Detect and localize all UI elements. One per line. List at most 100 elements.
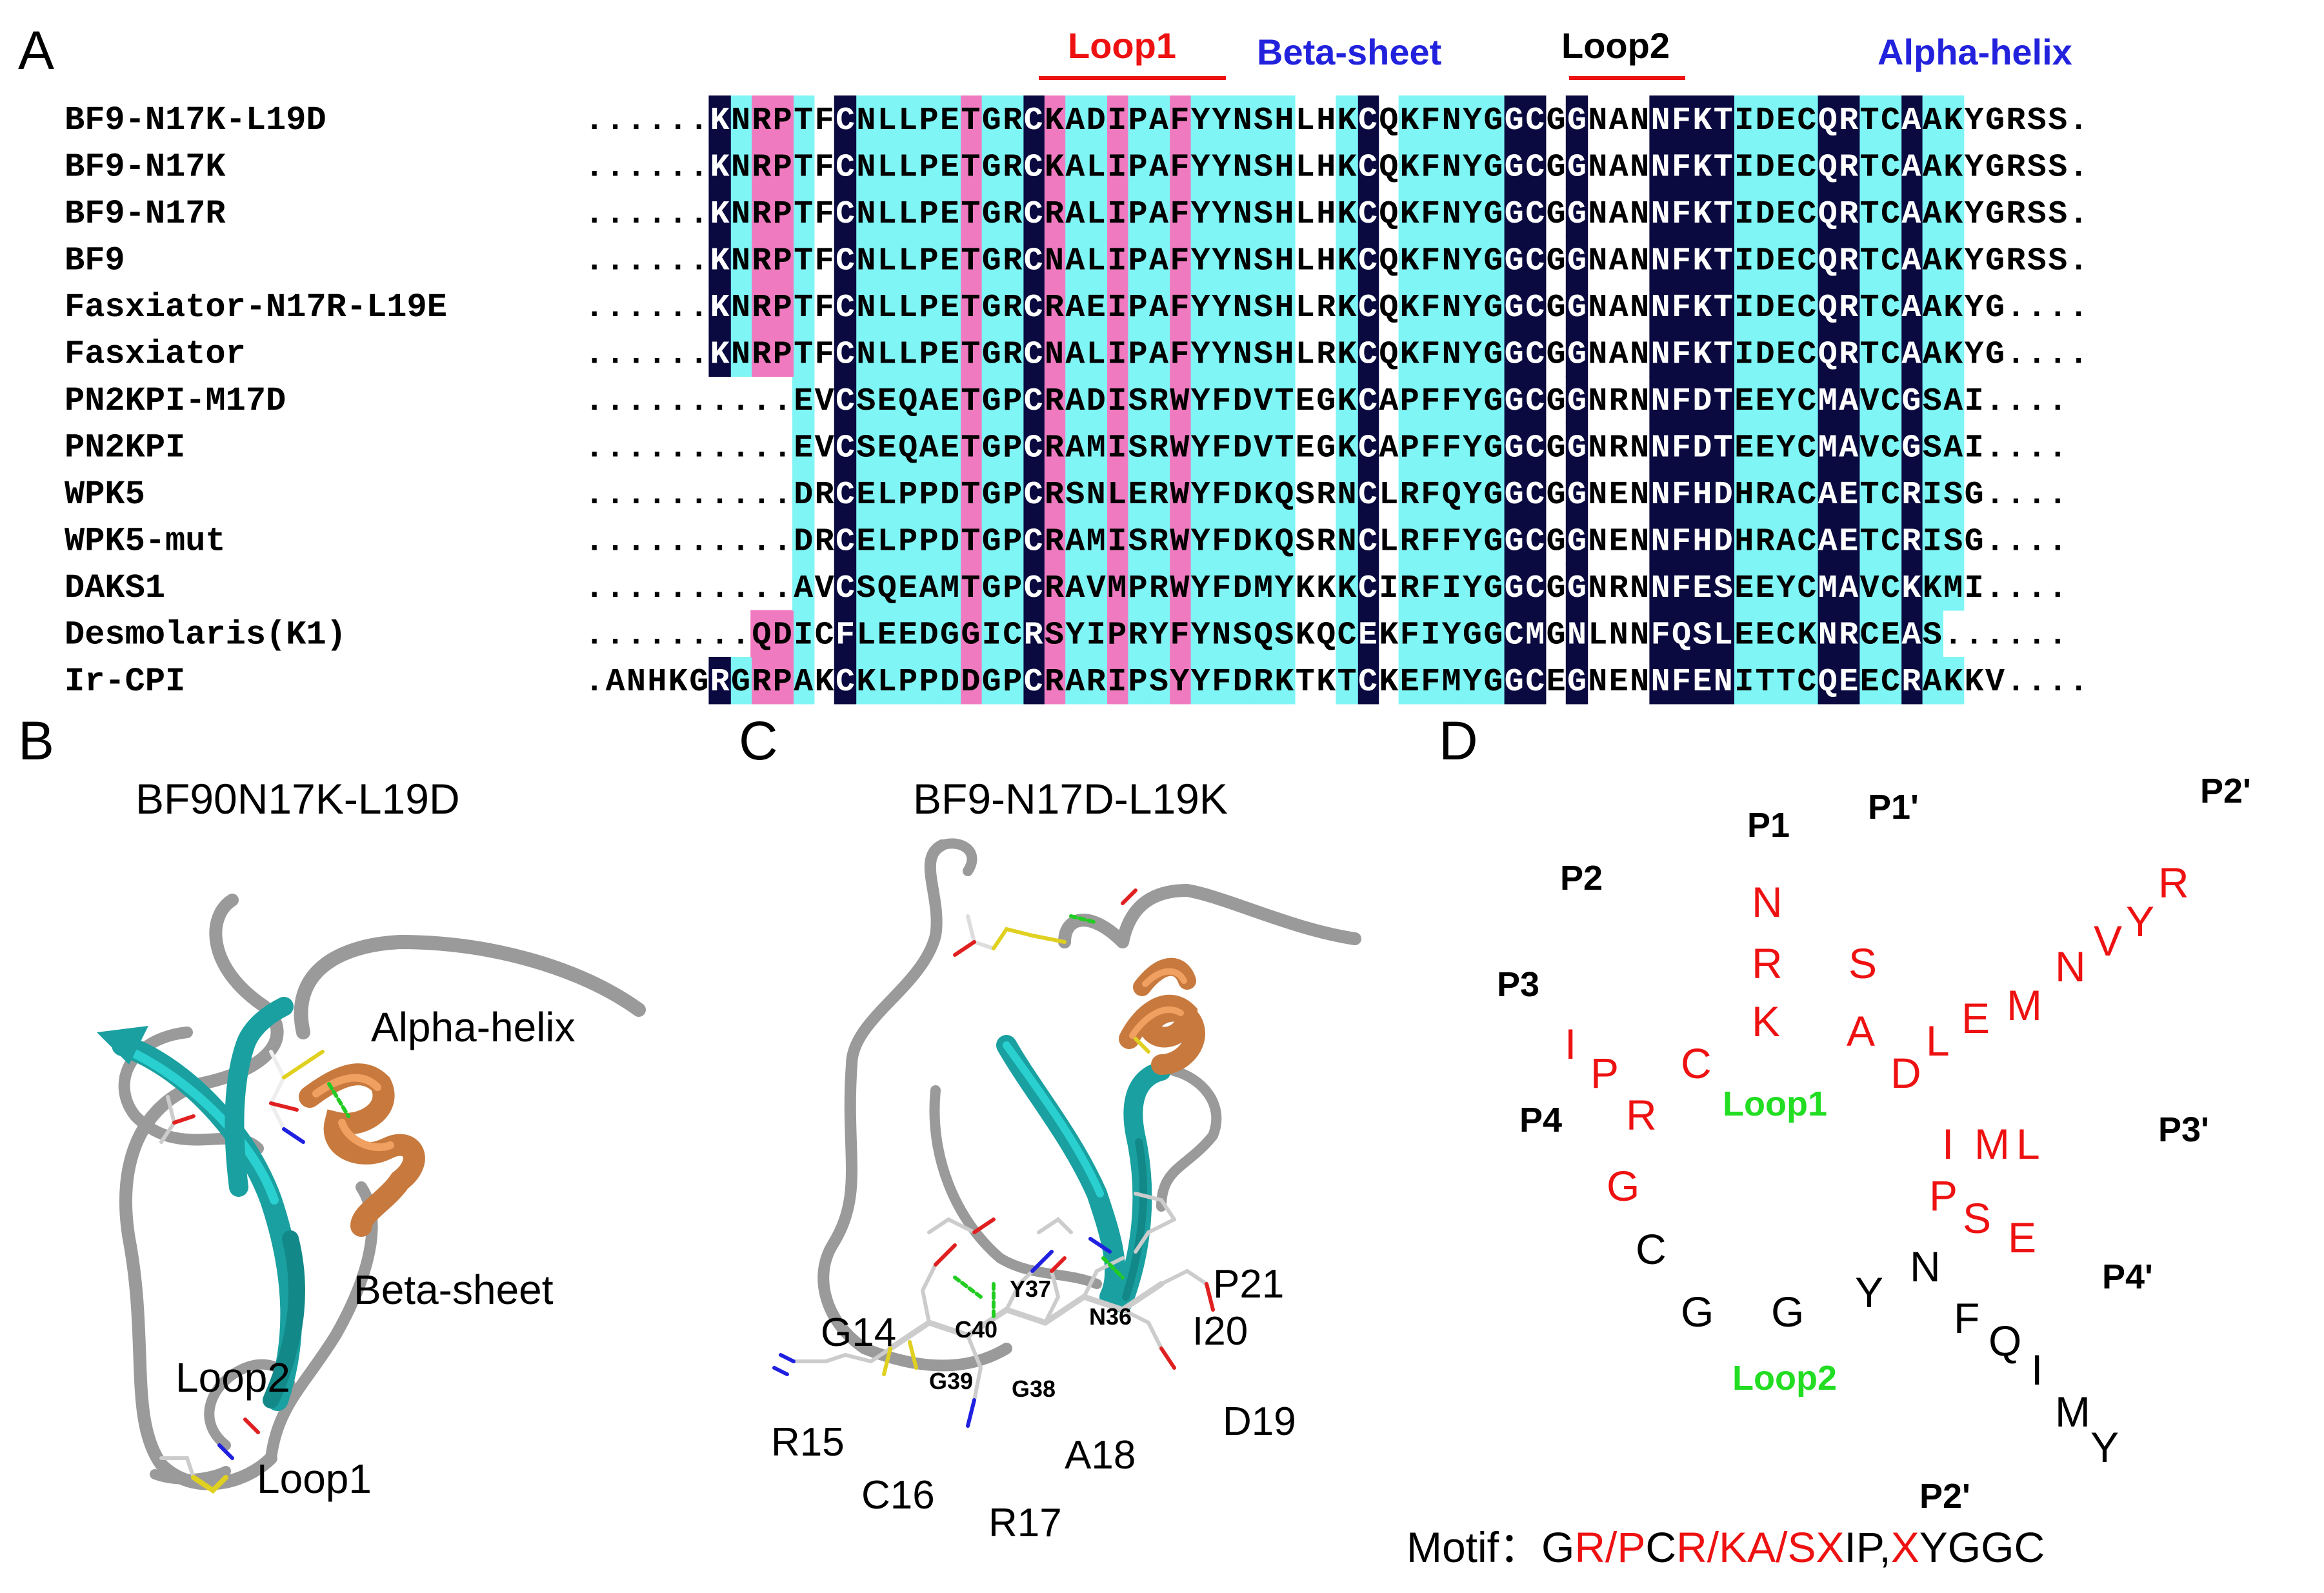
- residue-highlight: [1921, 376, 1943, 424]
- residue-letter: .: [647, 243, 666, 280]
- residue-letter: C: [1525, 477, 1545, 514]
- residue-letter: Q: [1379, 103, 1398, 139]
- residue-highlight: [1043, 470, 1066, 517]
- residue-letter: .: [668, 196, 688, 233]
- residue-highlight: [1670, 610, 1693, 657]
- residue-letter: P: [919, 290, 939, 326]
- residue-letter: A: [1065, 664, 1085, 701]
- residue-highlight: [1001, 329, 1024, 377]
- residue-highlight: [750, 610, 773, 657]
- residue-letter: E: [1776, 150, 1796, 186]
- residue-highlight: [1106, 329, 1128, 377]
- motif-part: X: [1816, 1523, 1845, 1571]
- residue-letter: S: [1128, 524, 1148, 561]
- residue-letter: Q: [1379, 243, 1398, 280]
- loop2-residue-letter: G: [1681, 1288, 1714, 1336]
- residue-highlight: [1273, 283, 1296, 330]
- residue-letter: H: [647, 664, 666, 701]
- residue-highlight: [1189, 329, 1212, 377]
- residue-letter: Q: [1818, 103, 1838, 139]
- residue-letter: Y: [1191, 430, 1210, 467]
- residue-highlight: [1106, 283, 1128, 330]
- residue-letter: N: [1630, 570, 1649, 607]
- residue-letter: Y: [1212, 243, 1231, 280]
- residue-letter: Y: [1463, 150, 1482, 186]
- residue-letter: R: [1609, 430, 1628, 467]
- residue-highlight: [876, 376, 898, 424]
- residue-letter: N: [856, 290, 876, 326]
- residue-highlight: [897, 470, 919, 517]
- residue-highlight: [1189, 657, 1212, 705]
- residue-letter: K: [710, 103, 730, 139]
- residue-highlight: [1085, 376, 1107, 424]
- residue-highlight: [1231, 423, 1254, 470]
- residue-letter: .: [626, 570, 646, 607]
- residue-letter: S: [2027, 196, 2047, 233]
- residue-letter: N: [731, 290, 750, 326]
- residue-letter: Y: [1776, 383, 1796, 420]
- residue-letter: R: [1756, 477, 1775, 514]
- residue-letter: E: [1547, 664, 1566, 701]
- residue-letter: Q: [1274, 524, 1294, 561]
- residue-letter: N: [1651, 243, 1670, 280]
- residue-highlight: [1085, 516, 1107, 564]
- residue-letter: G: [1901, 430, 1921, 467]
- residue-letter: D: [919, 617, 939, 654]
- residue-highlight: [1524, 563, 1547, 611]
- residue-letter: S: [2027, 150, 2047, 186]
- residue-letter: N: [1609, 617, 1628, 654]
- residue-highlight: [1733, 329, 1756, 377]
- loop1-residue-letter: M: [2007, 981, 2042, 1029]
- residue-letter: F: [1212, 477, 1231, 514]
- residue-letter: R: [752, 337, 771, 374]
- residue-letter: A: [1923, 337, 1942, 374]
- residue-letter: L: [856, 617, 876, 654]
- residue-letter: P: [919, 103, 939, 139]
- loop1-residue-letter: N: [2055, 943, 2086, 990]
- residue-letter: .: [752, 570, 771, 607]
- residue-letter: L: [877, 477, 897, 514]
- residue-letter: A: [1609, 243, 1628, 280]
- residue-letter: G: [982, 243, 1001, 280]
- residue-letter: N: [1588, 196, 1607, 233]
- position-p2-prime-top: P2': [2200, 772, 2251, 810]
- residue-letter: G: [1985, 150, 2005, 186]
- residue-letter: F: [1421, 290, 1440, 326]
- residue-letter: C: [815, 617, 834, 654]
- residue-letter: F: [1212, 430, 1231, 467]
- residue-highlight: [1670, 423, 1693, 470]
- residue-highlight: [917, 283, 940, 330]
- residue-letter: E: [1734, 617, 1754, 654]
- residue-letter: N: [1630, 196, 1649, 233]
- residue-highlight: [1691, 376, 1714, 424]
- sequence-name: WPK5: [65, 476, 145, 514]
- residue-letter: P: [1400, 383, 1419, 420]
- residue-letter: Q: [1818, 243, 1838, 280]
- residue-highlight: [1858, 329, 1881, 377]
- residue-highlight: [1774, 563, 1798, 611]
- residue-letter: D: [1756, 103, 1775, 139]
- residue-highlight: [876, 610, 898, 657]
- residue-highlight: [1440, 610, 1463, 657]
- residue-letter: T: [961, 524, 980, 561]
- residue-letter: .: [647, 196, 666, 233]
- residue-letter: C: [1024, 196, 1043, 233]
- residue-highlight: [938, 423, 961, 470]
- residue-letter: K: [1045, 150, 1064, 186]
- residue-letter: F: [1212, 524, 1231, 561]
- residue-letter: A: [1901, 617, 1921, 654]
- motif-part: YGGC: [1919, 1523, 2045, 1571]
- residue-highlight: [1942, 235, 1965, 283]
- residue-letter: .: [752, 477, 771, 514]
- residue-letter: .: [689, 477, 708, 514]
- residue-highlight: [1147, 376, 1170, 424]
- residue-letter: F: [1651, 617, 1670, 654]
- residue-highlight: [1231, 657, 1254, 705]
- residue-letter: N: [1588, 664, 1607, 701]
- residue-letter: C: [836, 150, 855, 186]
- residue-highlight: [1838, 235, 1860, 283]
- residue-letter: E: [1128, 477, 1148, 514]
- residue-letter: G: [982, 196, 1001, 233]
- motif-part: C: [1645, 1523, 1677, 1571]
- residue-letter: S: [2048, 243, 2067, 280]
